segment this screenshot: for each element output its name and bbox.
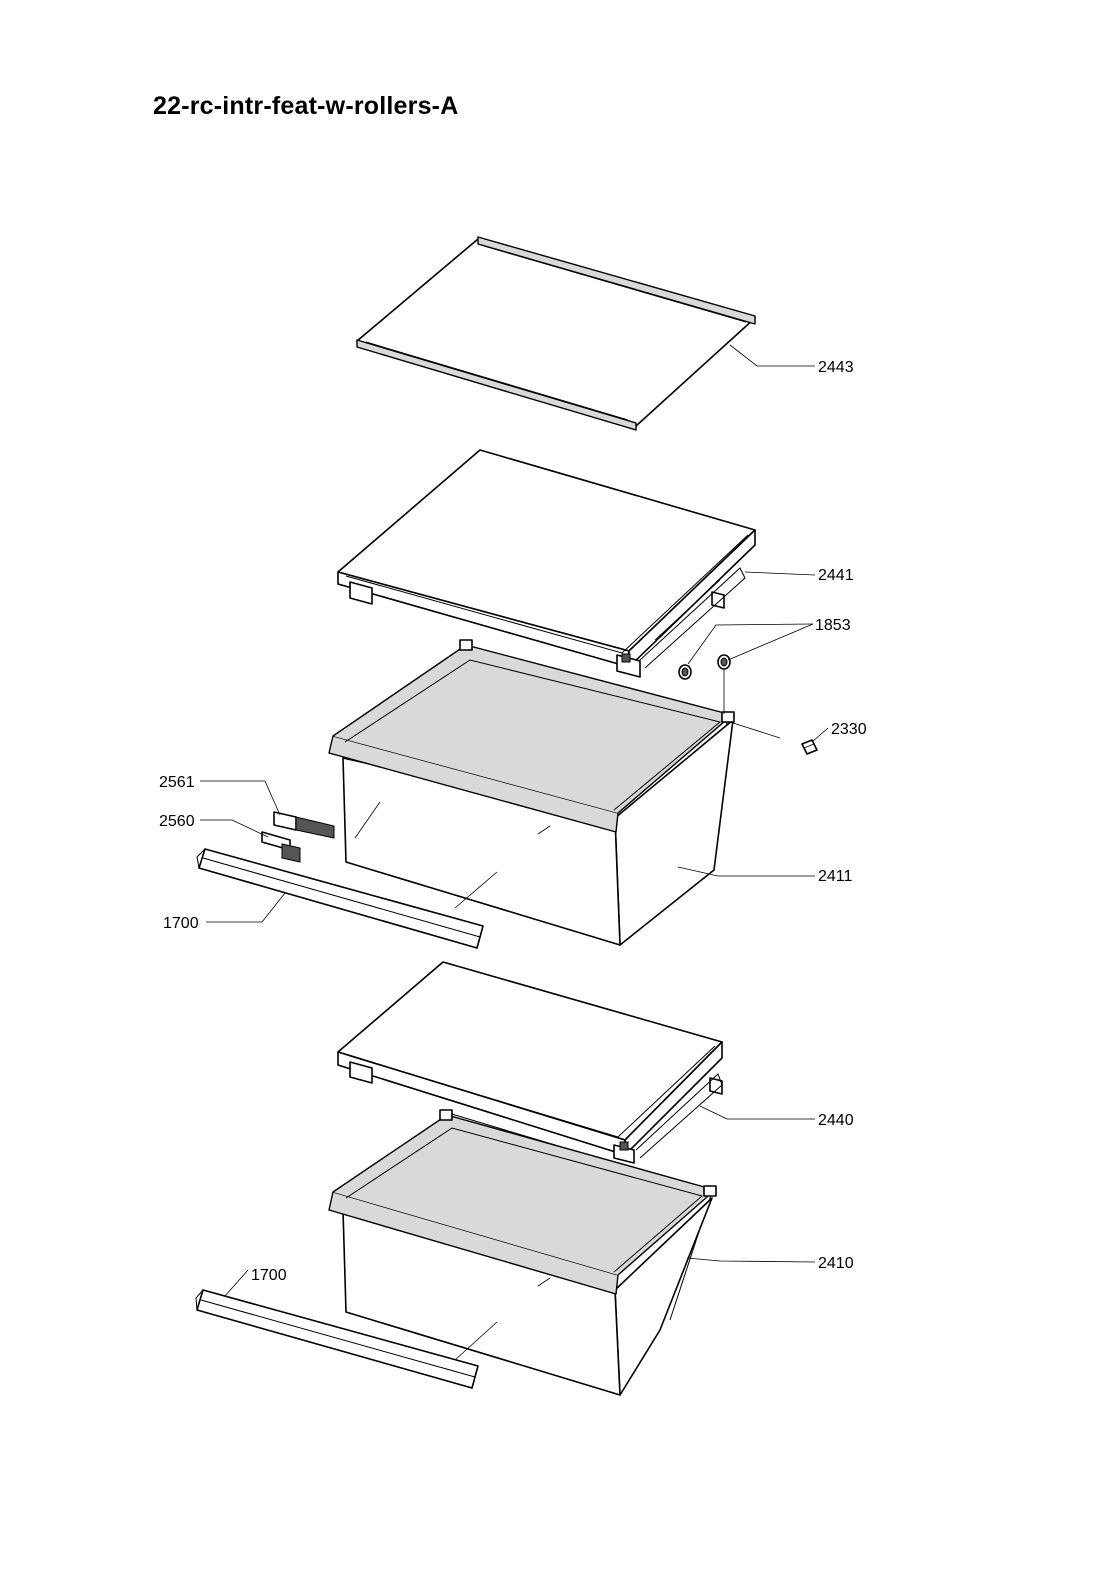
callout-2561: 2561: [159, 774, 195, 791]
callout-2440: 2440: [818, 1112, 854, 1129]
page-title: 22-rc-intr-feat-w-rollers-A: [153, 92, 459, 120]
part-2443-glass-shelf: [356, 236, 756, 431]
callout-2441: 2441: [818, 567, 854, 584]
part-2440-crisper-cover: [337, 961, 723, 1164]
part-2330-screw: [801, 739, 818, 755]
callout-1700-lower: 1700: [251, 1267, 287, 1284]
part-2560-bracket: [261, 831, 301, 863]
part-2410-crisper-drawer: [328, 1109, 717, 1396]
part-1700-trim-upper: [196, 848, 484, 949]
leader-lines: [200, 344, 829, 1297]
callout-2330: 2330: [831, 721, 867, 738]
callout-2560: 2560: [159, 813, 195, 830]
part-1853-rollers: [678, 654, 731, 680]
callout-2410: 2410: [818, 1255, 854, 1272]
part-2561-bracket: [273, 811, 335, 839]
part-2411-crisper-drawer: [328, 639, 735, 946]
callout-2443: 2443: [818, 359, 854, 376]
callout-labels: 2443 2441 1853 2330 2561 2560 2411 1700 …: [159, 359, 867, 1284]
callout-2411: 2411: [818, 868, 853, 885]
callout-1700-upper: 1700: [163, 915, 199, 932]
part-1700-trim-lower: [195, 1289, 479, 1389]
callout-1853: 1853: [815, 617, 851, 634]
part-2441-crisper-cover: [337, 449, 756, 678]
